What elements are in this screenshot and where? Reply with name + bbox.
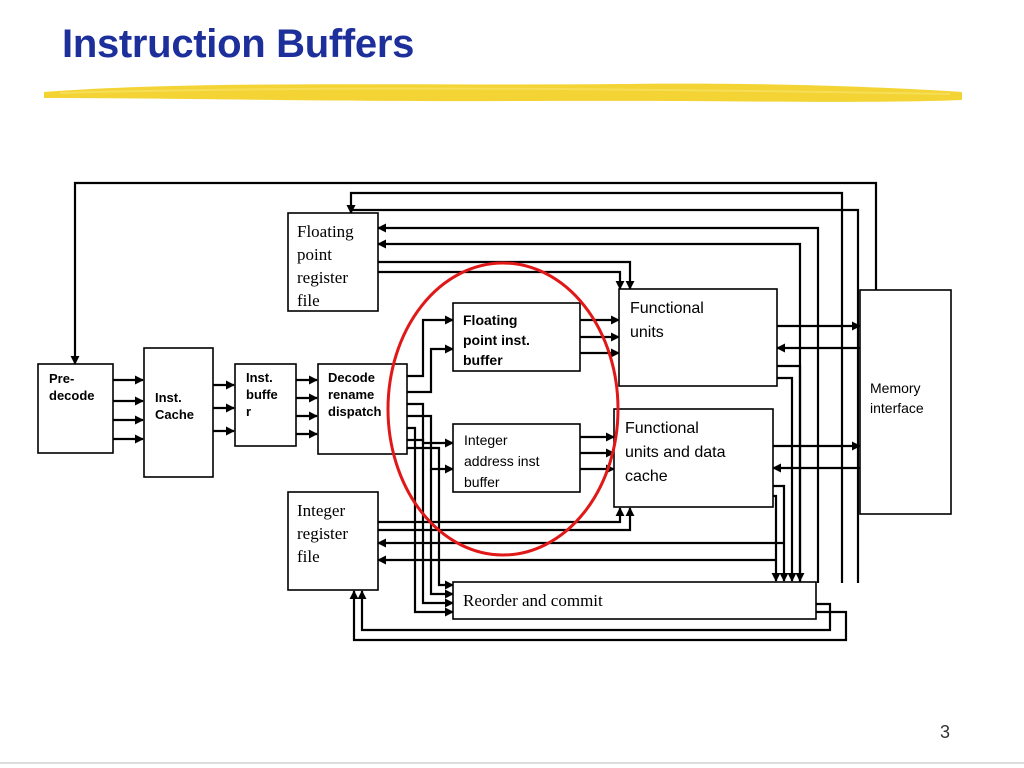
title-highlighter-stroke	[44, 83, 962, 102]
int-address-inst-buffer-label: Integer address inst buffer	[464, 432, 543, 490]
page-number: 3	[940, 722, 951, 742]
connection-wires	[70, 181, 878, 642]
functional-units-data-cache-block: Functional units and data cache	[613, 408, 774, 508]
predecode-label: Pre- decode	[49, 371, 95, 403]
reorder-commit-block: Reorder and commit	[452, 581, 817, 620]
functional-units-block: Functional units	[618, 288, 778, 387]
footer-divider	[0, 762, 1024, 764]
functional-units-label: Functional units	[630, 300, 708, 341]
memory-interface-block: Memory interface	[859, 289, 952, 515]
decode-rename-dispatch-block: Decode rename dispatch	[317, 363, 408, 455]
slide-title: Instruction Buffers	[62, 22, 415, 66]
decode-rename-dispatch-label: Decode rename dispatch	[328, 370, 382, 419]
fp-inst-buffer-label: Floating point inst. buffer	[463, 312, 534, 368]
inst-cache-label: Inst. Cache	[155, 390, 194, 422]
inst-buffer-block: Inst. buffe r	[234, 363, 297, 447]
int-address-inst-buffer-block: Integer address inst buffer	[452, 423, 581, 493]
instruction-buffers-highlight-ellipse	[386, 261, 620, 557]
int-register-file-label: Integer register file	[297, 501, 352, 566]
memory-interface-label: Memory interface	[870, 380, 924, 416]
int-register-file-block: Integer register file	[287, 491, 379, 591]
functional-units-data-cache-label: Functional units and data cache	[625, 420, 730, 485]
fp-register-file-label: Floating point register file	[297, 222, 358, 310]
reorder-commit-label: Reorder and commit	[463, 591, 603, 610]
inst-cache-block: Inst. Cache	[143, 347, 214, 478]
inst-buffer-label: Inst. buffe r	[246, 370, 281, 419]
fp-inst-buffer-block: Floating point inst. buffer	[452, 302, 581, 372]
predecode-block: Pre- decode	[37, 363, 114, 454]
fp-register-file-block: Floating point register file	[287, 212, 379, 312]
